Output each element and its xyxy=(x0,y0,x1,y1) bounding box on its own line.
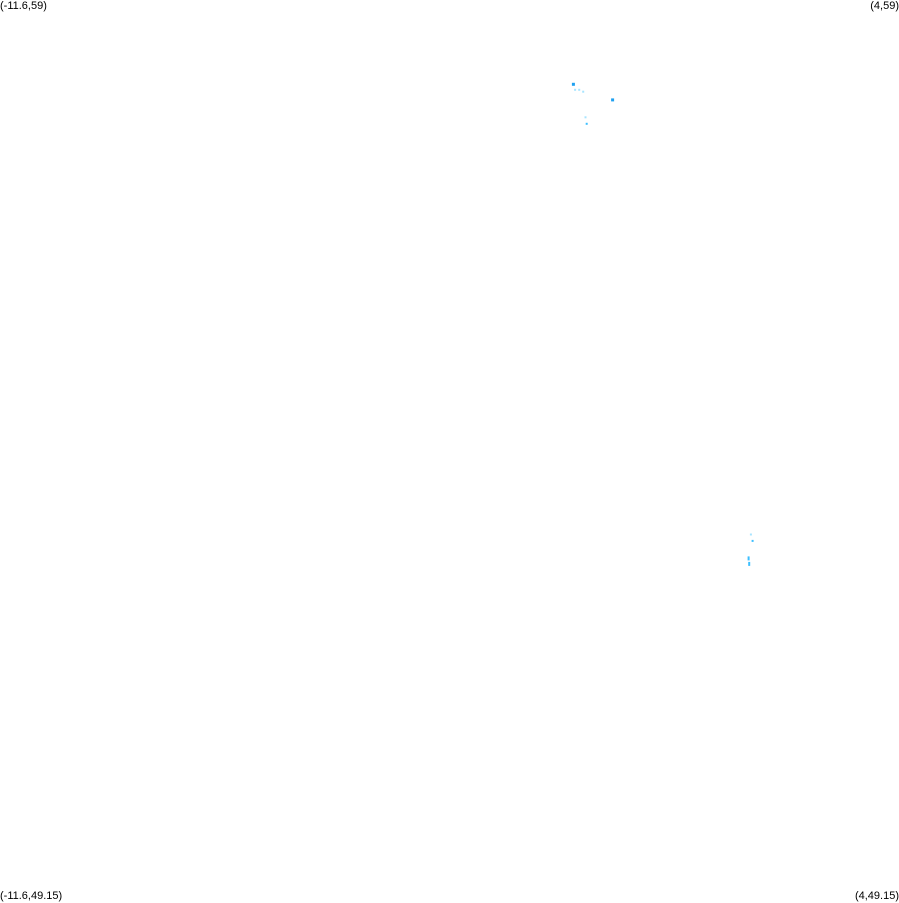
map-marker[interactable] xyxy=(749,533,752,536)
corner-label-bottom-right: (4,49.15) xyxy=(854,890,899,902)
map-marker[interactable] xyxy=(578,88,581,91)
map-marker[interactable] xyxy=(747,556,750,561)
map-marker[interactable] xyxy=(574,88,577,91)
map-marker[interactable] xyxy=(584,116,587,119)
map-marker[interactable] xyxy=(571,82,575,86)
map-marker[interactable] xyxy=(611,98,615,102)
corner-label-bottom-left: (-11.6,49.15) xyxy=(0,890,63,902)
corner-label-top-right: (4,59) xyxy=(870,0,899,12)
map-marker[interactable] xyxy=(751,539,754,542)
corner-label-top-left: (-11.6,59) xyxy=(0,0,47,12)
map-marker[interactable] xyxy=(585,122,588,125)
map-marker[interactable] xyxy=(748,561,751,566)
map-marker[interactable] xyxy=(582,90,585,93)
